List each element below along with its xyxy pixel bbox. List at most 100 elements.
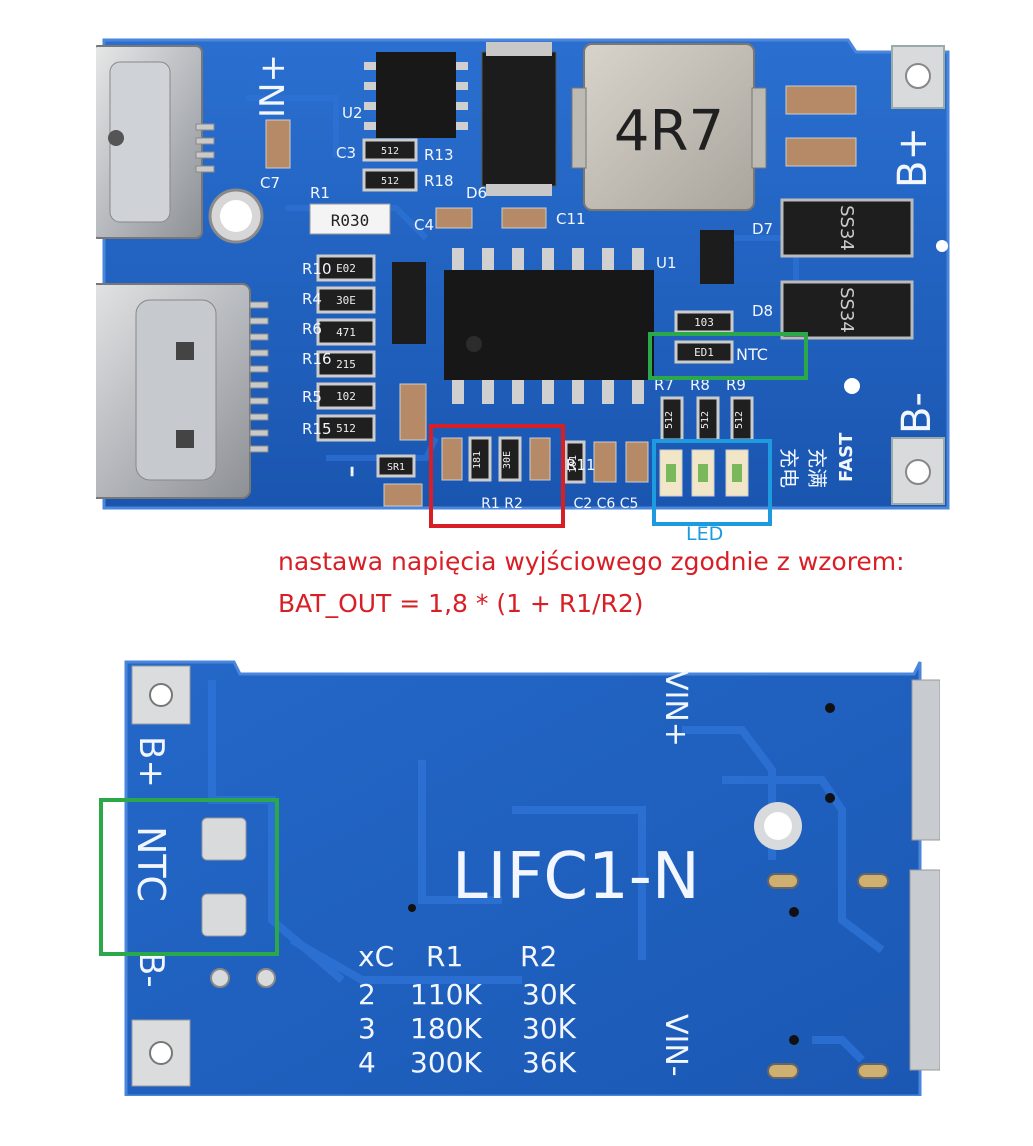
label-b-plus: B+ [890, 127, 936, 188]
svg-text:4: 4 [358, 1046, 376, 1079]
label-vin-minus: VIN- [658, 1014, 693, 1077]
svg-text:C7: C7 [260, 174, 280, 192]
svg-text:215: 215 [336, 358, 356, 371]
pad-corner-top [131, 665, 191, 725]
svg-text:R9: R9 [726, 376, 746, 394]
resistor-column-left [316, 254, 376, 442]
svg-text:36K: 36K [522, 1046, 577, 1079]
svg-text:512: 512 [381, 146, 399, 157]
resistor-table: xC R1 R2 2 110K 30K 3 180K 30K 4 300K 36… [358, 940, 577, 1079]
ntc-pad-2 [201, 893, 247, 937]
svg-text:103: 103 [694, 316, 714, 329]
svg-text:512: 512 [734, 411, 745, 429]
table-header-r2: R2 [520, 940, 557, 973]
svg-text:R030: R030 [331, 211, 370, 230]
svg-text:R8: R8 [690, 376, 710, 394]
chip-u2 [376, 52, 456, 138]
svg-text:102: 102 [336, 390, 356, 403]
designators: U2 C3 C7 R1 R13 R18 D6 C4 C11 R11 U1 D7 … [260, 104, 773, 474]
board-title: LIFC1-N [452, 840, 700, 914]
svg-text:R18: R18 [424, 172, 454, 190]
led-caption: LED [686, 523, 724, 545]
svg-text:30E: 30E [336, 294, 356, 307]
label-b-plus-bottom: B+ [131, 736, 171, 788]
svg-text:300K: 300K [410, 1046, 482, 1079]
label-b-minus: B- [894, 392, 940, 434]
svg-text:R16: R16 [302, 350, 332, 368]
diode-d7 [780, 198, 914, 258]
svg-text:C3: C3 [336, 144, 356, 162]
top-board-photo: 4R7 SS34 SS34 R030 E02 30E 471 215 102 5… [96, 38, 956, 516]
svg-text:U1: U1 [656, 254, 677, 272]
highlight-r1-r2 [429, 424, 565, 528]
svg-text:R6: R6 [302, 320, 322, 338]
r1-r2-resistors [441, 436, 551, 482]
svg-text:R5: R5 [302, 388, 322, 406]
highlight-led [652, 439, 772, 526]
svg-text:E02: E02 [336, 262, 356, 275]
svg-text:U2: U2 [342, 104, 363, 122]
ntc-pad-1 [201, 817, 247, 861]
svg-text:SS34: SS34 [836, 287, 857, 333]
svg-text:30K: 30K [522, 978, 577, 1011]
label-b-minus-bottom: B- [131, 952, 171, 988]
status-leds [659, 449, 749, 497]
bottom-board-svg: LIFC1-N VIN+ VIN- B+ NTC B- xC R1 R2 2 1… [124, 660, 940, 1096]
label-in-plus: IN+ [253, 54, 293, 118]
label-minus: - [330, 465, 371, 478]
svg-text:R15: R15 [302, 420, 332, 438]
svg-text:R1: R1 [310, 184, 330, 202]
highlight-ntc-bottom [99, 798, 279, 956]
svg-text:R1 R2: R1 R2 [481, 496, 523, 512]
formula-caption-line2: BAT_OUT = 1,8 * (1 + R1/R2) [278, 589, 644, 618]
svg-text:D6: D6 [466, 184, 487, 202]
label-ntc-bottom: NTC [129, 826, 173, 902]
caps-right [785, 85, 857, 167]
svg-text:3: 3 [358, 1012, 376, 1045]
svg-text:512: 512 [336, 422, 356, 435]
label-charging: 充电 [777, 448, 801, 488]
bottom-board-photo: LIFC1-N VIN+ VIN- B+ NTC B- xC R1 R2 2 1… [122, 660, 940, 1096]
svg-text:30K: 30K [522, 1012, 577, 1045]
svg-text:R11: R11 [566, 456, 596, 474]
svg-text:2: 2 [358, 978, 376, 1011]
svg-text:ED1: ED1 [694, 346, 714, 359]
sense-resistor [309, 203, 391, 235]
svg-text:512: 512 [381, 176, 399, 187]
svg-text:R7: R7 [654, 376, 674, 394]
svg-text:R13: R13 [424, 146, 454, 164]
label-fast: FAST [836, 432, 857, 482]
svg-text:110K: 110K [410, 978, 482, 1011]
svg-text:512: 512 [700, 411, 711, 429]
label-ntc: NTC [736, 345, 768, 364]
svg-text:181: 181 [472, 451, 483, 469]
diode-d8 [780, 280, 914, 340]
svg-text:C11: C11 [556, 210, 586, 228]
svg-text:30E: 30E [502, 451, 513, 469]
label-full: 充满 [805, 448, 829, 488]
svg-text:D7: D7 [752, 220, 773, 238]
highlight-ntc-top [648, 332, 808, 380]
table-header-r1: R1 [426, 940, 463, 973]
chip-u1 [444, 270, 654, 380]
svg-text:180K: 180K [410, 1012, 482, 1045]
top-board-svg: 4R7 SS34 SS34 R030 E02 30E 471 215 102 5… [96, 38, 950, 512]
svg-text:R10: R10 [302, 260, 332, 278]
svg-text:SS34: SS34 [836, 205, 857, 251]
formula-caption-line1: nastawa napięcia wyjściowego zgodnie z w… [278, 547, 905, 576]
connector-edge-bottom [909, 869, 940, 1071]
svg-text:512: 512 [664, 411, 675, 429]
label-vin-plus: VIN+ [658, 670, 693, 747]
table-header-xc: xC [358, 940, 394, 973]
connector-edge-top [911, 679, 940, 841]
svg-text:471: 471 [336, 326, 356, 339]
diode-d6 [481, 51, 557, 187]
svg-text:SR1: SR1 [387, 462, 405, 473]
svg-text:C2 C6 C5: C2 C6 C5 [574, 496, 639, 512]
svg-text:C4: C4 [414, 216, 434, 234]
svg-text:R4: R4 [302, 290, 322, 308]
chip-u1-pins [452, 248, 644, 404]
svg-text:D8: D8 [752, 302, 773, 320]
inductor-label: 4R7 [614, 99, 724, 164]
pcb-bottom [124, 660, 922, 1096]
